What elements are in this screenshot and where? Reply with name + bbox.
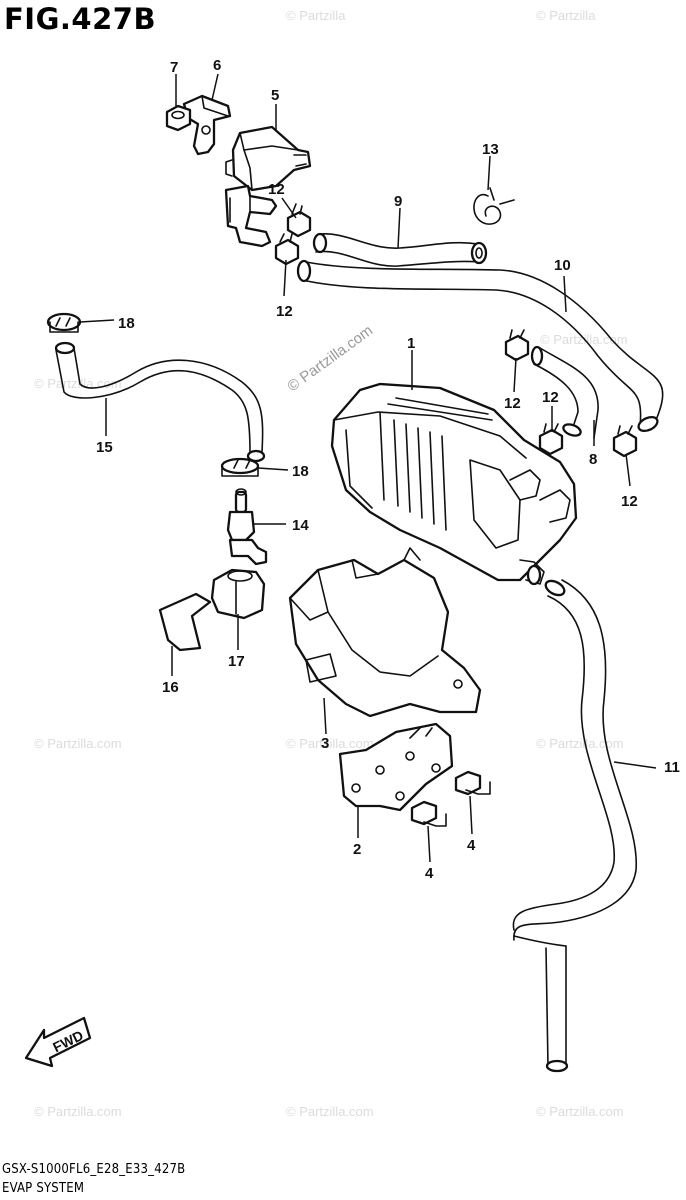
part-12-clamp[interactable]	[286, 203, 312, 238]
part-4-bolt[interactable]	[410, 800, 447, 827]
part-13-clip[interactable]	[473, 187, 515, 225]
part-11-hose[interactable]	[512, 578, 637, 1073]
callout-1: 1	[407, 335, 415, 352]
callout-12: 12	[542, 389, 559, 406]
model-code: GSX-S1000FL6_E28_E33_427B	[2, 1162, 186, 1177]
callout-12: 12	[268, 181, 285, 198]
part-6-bracket[interactable]	[182, 94, 232, 156]
part-7-nut[interactable]	[165, 104, 192, 132]
part-5-purge-valve[interactable]	[224, 125, 312, 248]
watermark: © Partzilla	[536, 8, 596, 23]
part-18-clamp[interactable]	[46, 312, 82, 333]
part-14-joint[interactable]	[226, 488, 268, 566]
callout-12: 12	[621, 493, 638, 510]
diagram-watermark: © Partzilla.com	[284, 322, 376, 395]
part-16-plate[interactable]	[158, 592, 212, 652]
part-12-clamp[interactable]	[504, 329, 530, 362]
part-15-hose[interactable]	[54, 341, 266, 463]
watermark: © Partzilla.com	[286, 736, 374, 751]
callout-15: 15	[96, 439, 113, 456]
watermark: © Partzilla.com	[34, 736, 122, 751]
callout-12: 12	[276, 303, 293, 320]
callout-8: 8	[589, 451, 597, 468]
callout-10: 10	[554, 257, 571, 274]
watermark: © Partzilla.com	[536, 736, 624, 751]
callout-18: 18	[292, 463, 309, 480]
callout-4: 4	[467, 837, 476, 854]
callout-7: 7	[170, 59, 178, 76]
figure-title: FIG.427B	[4, 2, 157, 36]
callout-18: 18	[118, 315, 135, 332]
callout-12: 12	[504, 395, 521, 412]
part-12-clamp[interactable]	[612, 425, 638, 458]
fwd-arrow-icon: FWD	[24, 1016, 92, 1068]
part-17-boot[interactable]	[210, 568, 266, 620]
callout-14: 14	[292, 517, 309, 534]
watermark: © Partzilla.com	[34, 1104, 122, 1119]
callout-2: 2	[353, 841, 361, 858]
leader-lines	[79, 73, 657, 863]
watermark: © Partzilla.com	[286, 1104, 374, 1119]
callout-16: 16	[162, 679, 179, 696]
callouts: 7 6 5 12 12 9 13 10 1 12 12 8 12 11 3 2 …	[96, 57, 680, 882]
callout-17: 17	[228, 653, 245, 670]
callout-5: 5	[271, 87, 279, 104]
watermark: © Partzilla.com	[536, 1104, 624, 1119]
part-18-clamp[interactable]	[220, 457, 260, 477]
callout-11: 11	[664, 759, 680, 776]
callout-3: 3	[321, 735, 329, 752]
part-3-holder[interactable]	[288, 547, 482, 718]
part-2-bracket[interactable]	[338, 722, 454, 812]
evap-system-diagram: © Partzilla.com	[24, 57, 680, 1073]
callout-4: 4	[425, 865, 434, 882]
part-12-clamp[interactable]	[538, 423, 564, 456]
part-1-canister[interactable]	[330, 382, 578, 586]
part-10-hose[interactable]	[296, 259, 664, 434]
callout-6: 6	[213, 57, 221, 74]
watermark: © Partzilla	[286, 8, 346, 23]
callout-9: 9	[394, 193, 402, 210]
callout-13: 13	[482, 141, 499, 158]
part-12-clamp[interactable]	[274, 233, 300, 266]
part-4-bolt[interactable]	[454, 770, 491, 796]
part-8-hose[interactable]	[530, 345, 599, 439]
section-name: EVAP SYSTEM	[2, 1181, 85, 1196]
part-9-hose[interactable]	[312, 232, 488, 267]
